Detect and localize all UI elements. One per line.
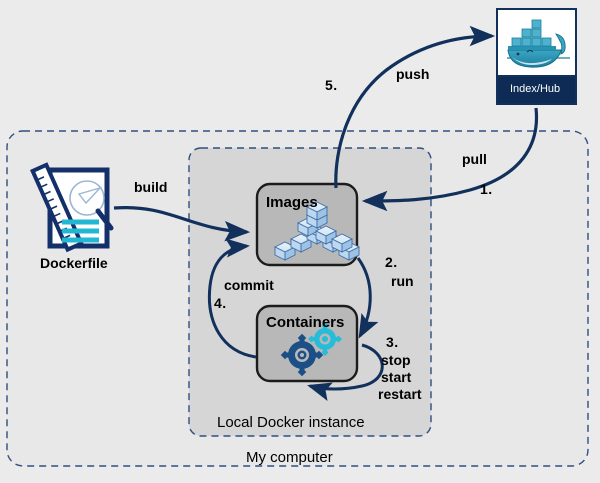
edge-step-4: 4. — [214, 295, 227, 311]
edge-label-commit: commit — [224, 277, 274, 293]
edge-pull — [361, 107, 539, 212]
edge-label-start: start — [381, 369, 412, 385]
zone-label-local-docker-instance: Local Docker instance — [217, 414, 365, 431]
edge-step-5: 5. — [325, 77, 338, 93]
edge-label-push: push — [396, 66, 430, 82]
edge-label-build: build — [134, 179, 168, 195]
zone-label-my-computer: My computer — [246, 449, 333, 466]
docker-whale-icon — [507, 19, 570, 68]
edge-commit — [207, 238, 257, 359]
edge-step-3: 3. — [386, 334, 399, 350]
edge-push — [334, 25, 496, 189]
node-dockerfile[interactable] — [29, 162, 114, 253]
edge-run — [356, 257, 379, 339]
edge-label-stop: stop — [381, 352, 411, 368]
cube-stack-icon — [273, 201, 361, 261]
node-label-containers: Containers — [266, 314, 345, 331]
node-label-registry: Index/Hub — [510, 83, 561, 95]
edge-label-restart: restart — [378, 386, 422, 402]
edge-step-2: 2. — [385, 254, 398, 270]
gears-icon — [280, 322, 342, 377]
node-label-images: Images — [266, 194, 318, 211]
edge-step-1: 1. — [480, 181, 493, 197]
zone-local-docker-instance — [188, 147, 432, 437]
edge-label-run: run — [391, 273, 414, 289]
edge-lifecycle — [307, 343, 384, 401]
edge-label-pull: pull — [462, 151, 487, 167]
edge-build — [113, 205, 251, 242]
node-registry[interactable] — [496, 8, 577, 105]
node-containers[interactable] — [255, 304, 359, 383]
node-images[interactable] — [255, 182, 361, 267]
node-label-dockerfile: Dockerfile — [40, 255, 108, 271]
dockerfile-document-icon — [29, 162, 114, 253]
